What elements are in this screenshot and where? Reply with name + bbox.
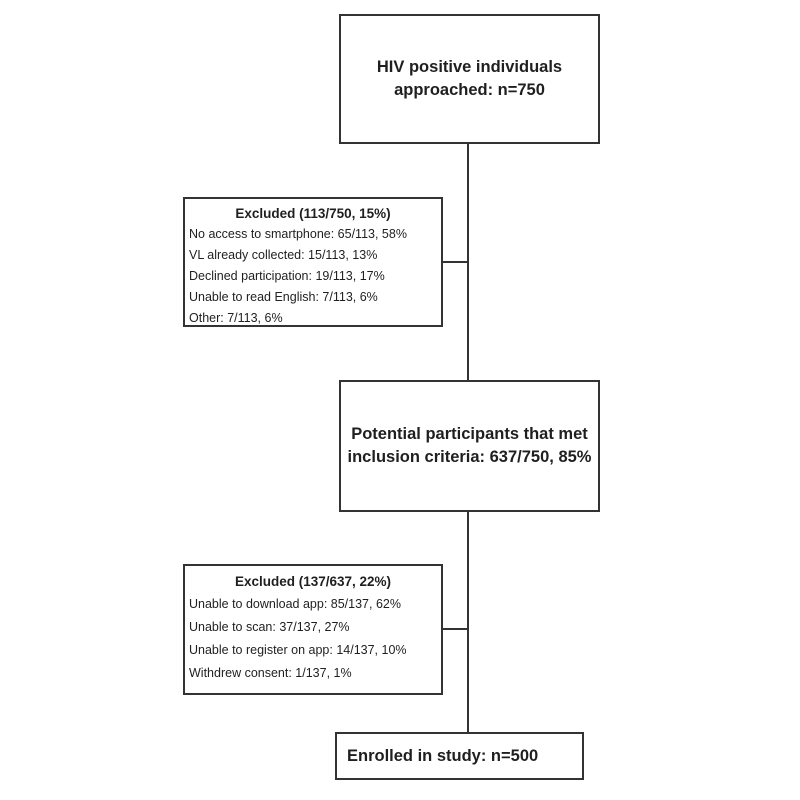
excluded-1-item: No access to smartphone: 65/113, 58% bbox=[189, 227, 407, 241]
excluded-1-item: Other: 7/113, 6% bbox=[189, 311, 283, 325]
excluded-1-item: Declined participation: 19/113, 17% bbox=[189, 269, 385, 283]
excluded-2-item: Withdrew consent: 1/137, 1% bbox=[189, 666, 352, 680]
box-enrolled: Enrolled in study: n=500 bbox=[335, 732, 584, 780]
excluded-2-item: Unable to download app: 85/137, 62% bbox=[189, 597, 401, 611]
excluded-1-item: Unable to read English: 7/113, 6% bbox=[189, 290, 378, 304]
connector-excluded-2-line bbox=[442, 628, 469, 630]
excluded-2-title: Excluded (137/637, 22%) bbox=[234, 574, 392, 589]
box-inclusion-text: Potential participants that met inclusio… bbox=[347, 425, 592, 466]
excluded-1-title: Excluded (113/750, 15%) bbox=[235, 206, 391, 221]
excluded-1-item: VL already collected: 15/113, 13% bbox=[189, 248, 378, 262]
excluded-2-item: Unable to register on app: 14/137, 10% bbox=[189, 643, 407, 657]
box-approached: HIV positive individuals approached: n=7… bbox=[339, 14, 600, 144]
box-inclusion: Potential participants that met inclusio… bbox=[339, 380, 600, 512]
box-excluded-1: Excluded (113/750, 15%) No access to sma… bbox=[183, 197, 443, 327]
box-approached-text: HIV positive individuals approached: n=7… bbox=[376, 58, 563, 99]
excluded-2-item: Unable to scan: 37/137, 27% bbox=[189, 620, 350, 634]
box-enrolled-text: Enrolled in study: n=500 bbox=[347, 746, 539, 765]
connector-excluded-1-line bbox=[442, 261, 469, 263]
box-excluded-2: Excluded (137/637, 22%) Unable to downlo… bbox=[183, 564, 443, 695]
